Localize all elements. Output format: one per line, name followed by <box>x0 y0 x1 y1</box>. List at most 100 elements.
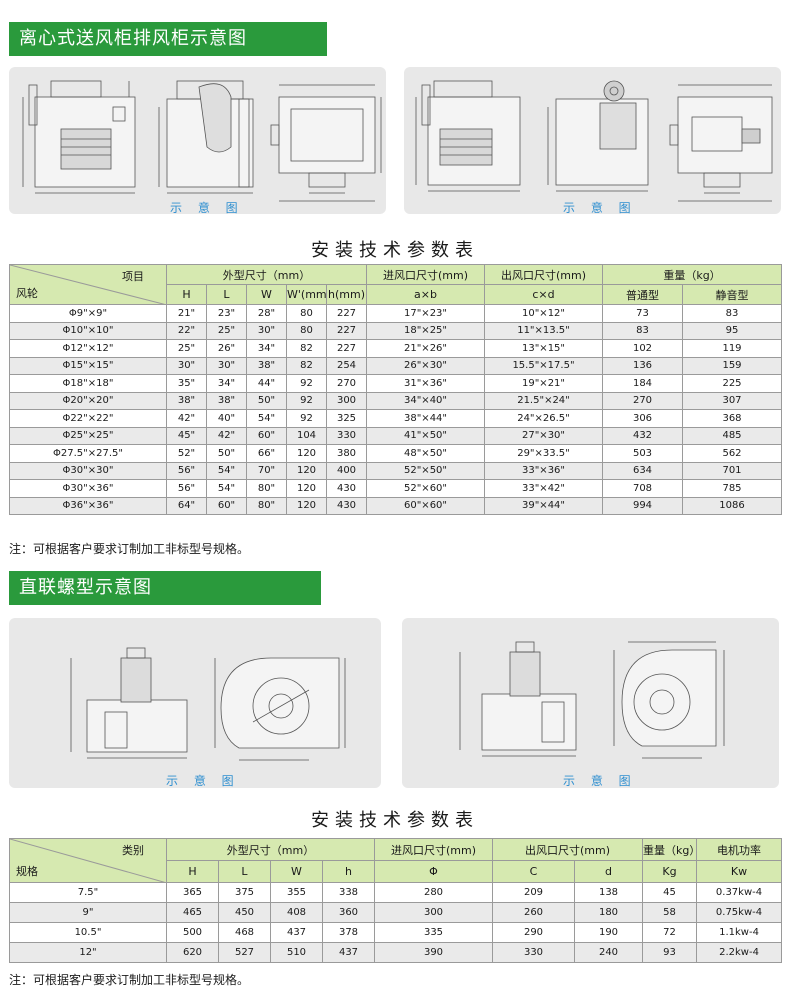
table-cell: 50" <box>246 391 287 410</box>
sub-header: d <box>573 860 644 883</box>
table-cell: 300 <box>326 391 367 410</box>
table-cell: 7.5" <box>9 882 167 903</box>
diagonal-divider <box>10 265 164 304</box>
group-header-outlet: 出风口尺寸(mm) <box>484 264 603 285</box>
table-cell: 360 <box>322 902 375 923</box>
table-cell: 468 <box>218 922 271 943</box>
table-cell: 562 <box>681 444 783 463</box>
table-cell: 527 <box>218 942 271 963</box>
table-cell: 240 <box>573 942 644 963</box>
table1-title: 安装技术参数表 <box>311 240 479 261</box>
cabinet-fan-drawing <box>22 80 382 202</box>
table-cell: 180 <box>573 902 644 923</box>
table-cell: 72 <box>642 922 698 943</box>
cabinet-fan-drawing-alt <box>415 80 773 202</box>
table-cell: 52" <box>166 444 207 463</box>
sub-header: 普通型 <box>602 284 683 305</box>
table-cell: 19"×21" <box>484 374 603 393</box>
table-cell: 400 <box>326 461 367 480</box>
table-cell: 66" <box>246 444 287 463</box>
sub-header: Kw <box>696 860 783 883</box>
group-header-outline: 外型尺寸（mm） <box>166 838 375 861</box>
sub-header: h(mm) <box>326 284 367 305</box>
table-cell: 437 <box>270 922 323 943</box>
table-cell: 38" <box>206 391 247 410</box>
table-cell: 355 <box>270 882 323 903</box>
table-cell: 56" <box>166 461 207 480</box>
table-cell: 35" <box>166 374 207 393</box>
sub-header: 静音型 <box>681 284 783 305</box>
table-cell: 209 <box>492 882 575 903</box>
diagram-caption-right: 示 意 图 <box>563 201 637 215</box>
table-cell: 38" <box>166 391 207 410</box>
table-cell: 82 <box>286 356 327 375</box>
table-cell: 338 <box>322 882 375 903</box>
table-cell: 60" <box>246 426 287 445</box>
table1-note: 注：可根据客户要求订制加工非标型号规格。 <box>9 542 250 556</box>
table-cell: 42" <box>206 426 247 445</box>
sub-header: c×d <box>484 284 603 305</box>
table-cell: 120 <box>286 461 327 480</box>
table-cell: 70" <box>246 461 287 480</box>
corner-label-item: 项目 <box>122 270 144 283</box>
table-cell: 92 <box>286 409 327 428</box>
table-cell: Φ15"×15" <box>9 356 167 375</box>
table-cell: 120 <box>286 444 327 463</box>
table-cell: 634 <box>602 461 683 480</box>
table-cell: 21.5"×24" <box>484 391 603 410</box>
table-cell: 21"×26" <box>366 339 485 358</box>
table-cell: 254 <box>326 356 367 375</box>
table-cell: 785 <box>681 479 783 498</box>
group-header-outline: 外型尺寸（mm） <box>166 264 367 285</box>
table-cell: 430 <box>326 479 367 498</box>
table-cell: 93 <box>642 942 698 963</box>
table-cell: 227 <box>326 304 367 323</box>
table-cell: 54" <box>246 409 287 428</box>
table-cell: 30" <box>206 356 247 375</box>
table-cell: 52"×50" <box>366 461 485 480</box>
table-cell: 510 <box>270 942 323 963</box>
sub-header: W'(mm) <box>286 284 327 305</box>
table-cell: 120 <box>286 479 327 498</box>
corner-label-wheel: 风轮 <box>16 287 38 300</box>
table-cell: 10.5" <box>9 922 167 943</box>
table-cell: 2.2kw-4 <box>696 942 783 963</box>
table-cell: 104 <box>286 426 327 445</box>
direct-fan-drawing-alt <box>459 641 725 759</box>
table-cell: 30" <box>246 321 287 340</box>
direct-fan-spec-table: 类别 规格 外型尺寸（mm） 进风口尺寸(mm) 出风口尺寸(mm) 重量（kg… <box>9 838 783 963</box>
table-cell: 38"×44" <box>366 409 485 428</box>
table-cell: 307 <box>681 391 783 410</box>
group-header-inlet: 进风口尺寸(mm) <box>374 838 493 861</box>
table-cell: 33"×42" <box>484 479 603 498</box>
cabinet-fan-spec-table: 项目 风轮 外型尺寸（mm） 进风口尺寸(mm) 出风口尺寸(mm) 重量（kg… <box>9 264 783 515</box>
table-cell: 378 <box>322 922 375 943</box>
table-cell: 159 <box>681 356 783 375</box>
table-cell: 50" <box>206 444 247 463</box>
table-cell: 485 <box>681 426 783 445</box>
table-cell: 45" <box>166 426 207 445</box>
table-cell: 28" <box>246 304 287 323</box>
diagram-caption-left: 示 意 图 <box>170 201 244 215</box>
table-cell: 25" <box>166 339 207 358</box>
table-cell: 80" <box>246 479 287 498</box>
table-cell: 64" <box>166 496 207 515</box>
table-cell: 34"×40" <box>366 391 485 410</box>
table-cell: 54" <box>206 461 247 480</box>
table-cell: 92 <box>286 374 327 393</box>
table-cell: 330 <box>326 426 367 445</box>
table-cell: Φ20"×20" <box>9 391 167 410</box>
table-cell: Φ25"×25" <box>9 426 167 445</box>
table-cell: 92 <box>286 391 327 410</box>
table-cell: 15.5"×17.5" <box>484 356 603 375</box>
table-cell: Φ22"×22" <box>9 409 167 428</box>
table-cell: Φ18"×18" <box>9 374 167 393</box>
table-cell: 0.75kw-4 <box>696 902 783 923</box>
table-cell: 13"×15" <box>484 339 603 358</box>
table2-title: 安装技术参数表 <box>311 810 479 831</box>
